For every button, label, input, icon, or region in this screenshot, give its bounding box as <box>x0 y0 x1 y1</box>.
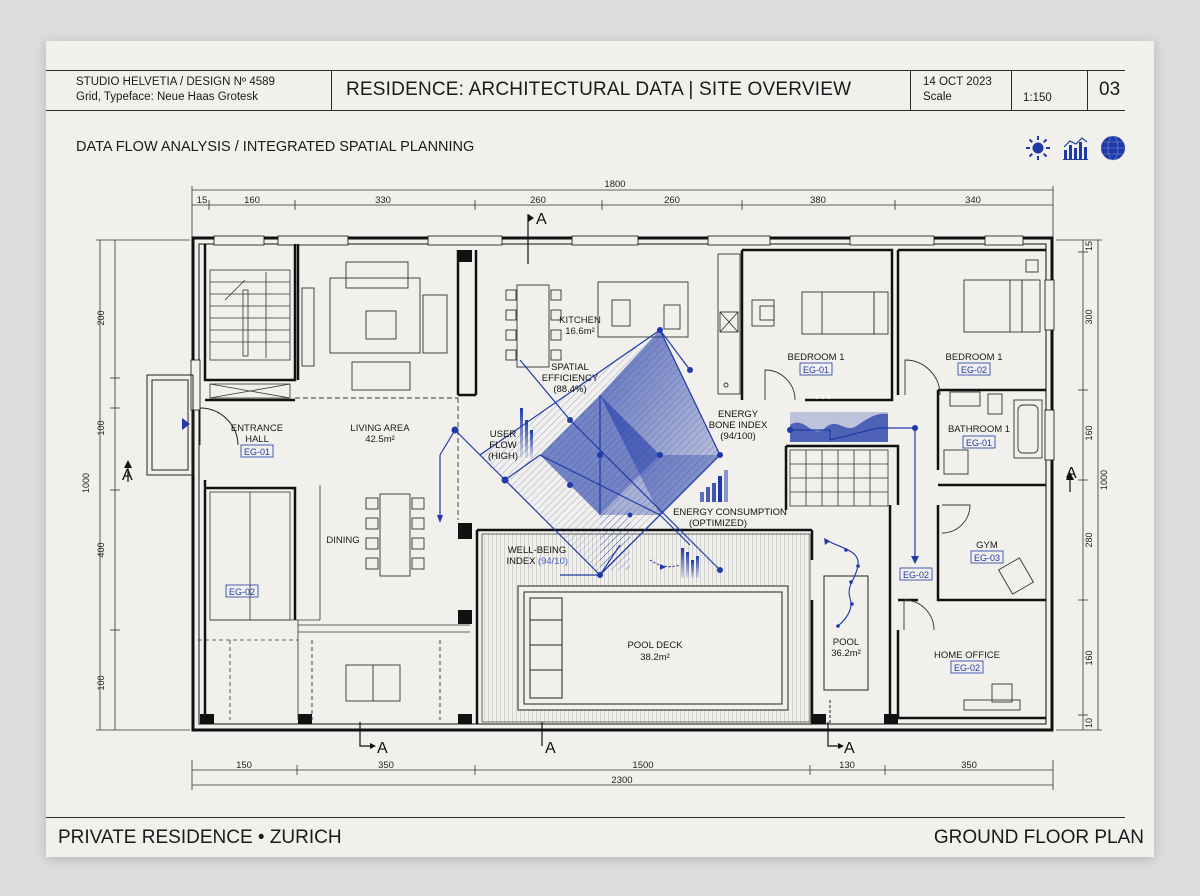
dim-top-total: 1800 <box>604 179 625 190</box>
room-home-office-name: HOME OFFICE <box>934 650 1000 661</box>
sheet-number: 03 <box>1099 79 1121 100</box>
dim-top-6: 380 <box>810 195 826 206</box>
section-marker-left: A <box>122 467 133 484</box>
footer-location: PRIVATE RESIDENCE • ZURICH <box>58 827 342 848</box>
dim-top-4: 260 <box>530 195 546 206</box>
dim-left-5: 100 <box>96 675 106 690</box>
dim-top-3: 330 <box>375 195 391 206</box>
typeface-label: Grid, Typeface: Neue Haas Grotesk <box>76 91 258 103</box>
room-pool-area: 36.2m² <box>831 648 861 659</box>
annotation-spatial-value: (88.4%) <box>553 384 586 395</box>
room-entrance-name-2: HALL <box>245 434 269 445</box>
bar-chart-icon[interactable] <box>1062 135 1088 161</box>
annotation-wellbeing-1: WELL-BEING <box>508 545 567 556</box>
room-pool-deck-name: POOL DECK <box>627 640 683 651</box>
dim-bottom-3: 1500 <box>632 760 653 771</box>
annotation-energy-bone-2: BONE INDEX <box>709 420 768 431</box>
annotation-userflow-value: (HIGH) <box>488 451 518 462</box>
annotation-spatial-1: SPATIAL <box>551 362 589 373</box>
dim-top-7: 340 <box>965 195 981 206</box>
data-overlay <box>437 327 919 628</box>
room-pool-name: POOL <box>833 637 859 648</box>
annotation-energy-bone-value: (94/100) <box>720 431 755 442</box>
dim-bottom-2: 350 <box>378 760 394 771</box>
footer-plan-type: GROUND FLOOR PLAN <box>933 827 1144 848</box>
tag-entrance: EG-01 <box>244 447 270 457</box>
dim-bottom-total: 2300 <box>611 775 632 786</box>
globe-icon[interactable] <box>1100 135 1126 161</box>
sun-icon[interactable] <box>1025 135 1051 161</box>
studio-label: STUDIO HELVETIA / DESIGN Nº 4589 <box>76 76 275 88</box>
annotation-wellbeing-2: INDEX <box>506 556 536 567</box>
dim-left-4: 400 <box>96 542 106 557</box>
dim-right-1: 15 <box>1084 241 1094 251</box>
annotation-energy-consumption-value: (OPTIMIZED) <box>689 518 747 529</box>
dim-bottom-1: 150 <box>236 760 252 771</box>
date-label: 14 OCT 2023 <box>923 76 992 88</box>
room-dining-name: DINING <box>326 535 359 546</box>
section-marker-bottom-2: A <box>545 740 556 757</box>
dim-left-1: 200 <box>96 310 106 325</box>
dim-right-7: 10 <box>1084 718 1094 728</box>
room-pool-deck-area: 38.2m² <box>640 652 670 663</box>
drawing-subtitle: DATA FLOW ANALYSIS / INTEGRATED SPATIAL … <box>76 139 475 155</box>
tag-gym: EG-03 <box>974 553 1000 563</box>
annotation-wellbeing-value: (94/10) <box>538 556 568 567</box>
annotation-energy-bone-1: ENERGY <box>718 409 759 420</box>
dim-right-5: 280 <box>1084 532 1094 547</box>
tag-home-office: EG-02 <box>954 663 980 673</box>
room-living-name: LIVING AREA <box>350 423 410 434</box>
annotation-userflow-1: USER <box>490 429 517 440</box>
section-marker-top: A <box>536 211 547 228</box>
tag-corridor: EG-02 <box>903 570 929 580</box>
section-marker-bottom-1: A <box>377 740 388 757</box>
dim-bottom-5: 350 <box>961 760 977 771</box>
room-kitchen-area: 16.6m² <box>565 326 595 337</box>
dim-right-2: 300 <box>1084 309 1094 324</box>
room-bedroom1-name: BEDROOM 1 <box>787 352 844 363</box>
annotation-spatial-2: EFFICIENCY <box>542 373 599 384</box>
section-marker-right: A <box>1066 465 1077 482</box>
tag-bathroom: EG-01 <box>966 438 992 448</box>
dim-left-3: 1000 <box>81 473 91 493</box>
room-bedroom2-name: BEDROOM 1 <box>945 352 1002 363</box>
section-marker-bottom-3: A <box>844 740 855 757</box>
room-bathroom-name: BATHROOM 1 <box>948 424 1010 435</box>
dim-top-2: 160 <box>244 195 260 206</box>
room-gym-name: GYM <box>976 540 998 551</box>
room-living-area: 42.5m² <box>365 434 395 445</box>
annotation-userflow-2: FLOW <box>489 440 516 451</box>
dim-bottom-4: 130 <box>839 760 855 771</box>
tag-bedroom1: EG-01 <box>803 365 829 375</box>
dim-left-2: 100 <box>96 420 106 435</box>
dim-top-1: 15 <box>197 195 208 206</box>
room-kitchen-name: KITCHEN <box>559 315 601 326</box>
dim-top-5: 260 <box>664 195 680 206</box>
room-entrance-name-1: ENTRANCE <box>231 423 283 434</box>
tag-left-lower: EG-02 <box>229 587 255 597</box>
page-title: RESIDENCE: ARCHITECTURAL DATA | SITE OVE… <box>346 79 852 100</box>
dim-right-4: 1000 <box>1099 470 1109 490</box>
scale-value: 1:150 <box>1023 92 1052 104</box>
tag-bedroom2: EG-02 <box>961 365 987 375</box>
annotation-energy-consumption: ENERGY CONSUMPTION <box>673 507 787 518</box>
dim-right-6: 160 <box>1084 650 1094 665</box>
scale-label: Scale <box>923 91 952 103</box>
dim-right-3: 160 <box>1084 425 1094 440</box>
